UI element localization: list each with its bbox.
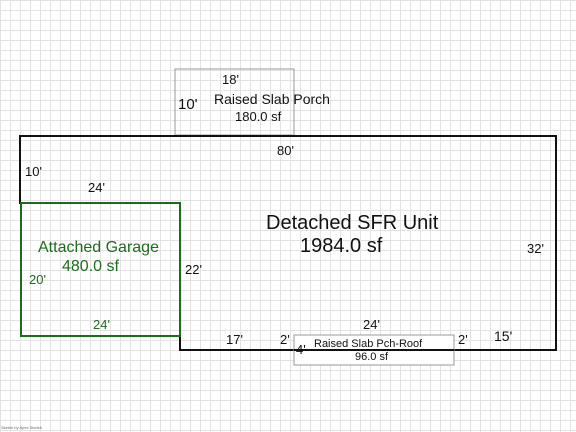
sketch-credit: Sketch by Apex Sketch bbox=[1, 425, 42, 430]
porch-roof-right-offset: 2' bbox=[458, 332, 468, 347]
porch-depth-label: 10' bbox=[178, 96, 198, 113]
porch-roof-name: Raised Slab Pch-Roof bbox=[314, 338, 423, 350]
garage-depth-dimension: 20' bbox=[29, 272, 46, 287]
main-right-dimension: 32' bbox=[527, 241, 544, 256]
main-bottom-right-dimension: 15' bbox=[494, 328, 513, 344]
porch-name: Raised Slab Porch bbox=[214, 91, 330, 107]
main-unit-area: 1984.0 sf bbox=[300, 235, 383, 257]
main-step-width-dimension: 24' bbox=[88, 180, 105, 195]
main-unit-name: Detached SFR Unit bbox=[266, 212, 439, 234]
main-left-dimension: 10' bbox=[25, 164, 42, 179]
garage-outline bbox=[20, 202, 181, 337]
porch-roof-area: 96.0 sf bbox=[355, 351, 389, 363]
garage-width-dimension: 24' bbox=[93, 317, 110, 332]
main-step-depth-dimension: 22' bbox=[185, 262, 202, 277]
garage-name: Attached Garage bbox=[38, 239, 159, 256]
porch-area: 180.0 sf bbox=[235, 109, 282, 124]
garage-area: 480.0 sf bbox=[62, 258, 119, 275]
porch-roof-width-dimension: 24' bbox=[363, 317, 380, 332]
main-top-dimension: 80' bbox=[277, 143, 294, 158]
porch-width-label: 18' bbox=[222, 72, 239, 87]
porch-roof-depth-dimension: 4' bbox=[296, 342, 306, 357]
main-bottom-left-dimension: 17' bbox=[226, 332, 243, 347]
porch-roof-left-offset: 2' bbox=[280, 332, 290, 347]
